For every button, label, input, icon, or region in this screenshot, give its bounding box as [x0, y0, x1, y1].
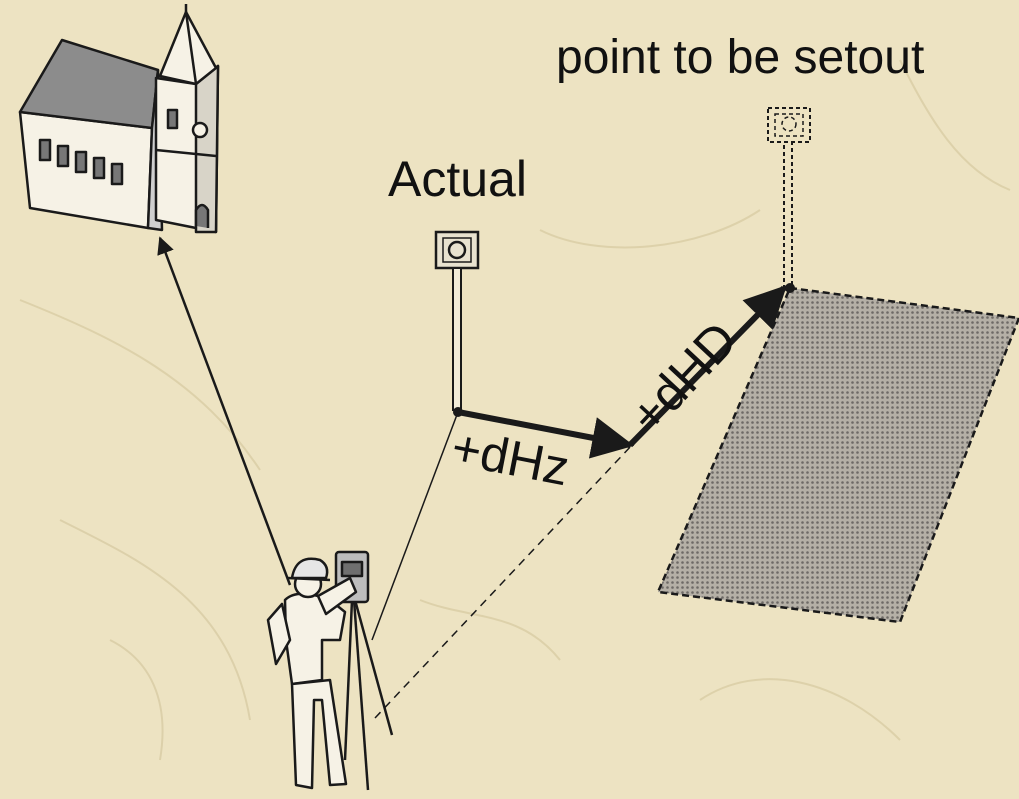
backsight-line: [160, 238, 290, 585]
surveyor-icon: [268, 552, 392, 790]
church-icon: [20, 4, 218, 232]
actual-point: [453, 407, 463, 417]
target-prism-icon: [768, 108, 810, 288]
actual-label: Actual: [388, 150, 527, 208]
reflector-prism-icon: [436, 232, 478, 410]
sight-line-actual: [372, 412, 458, 640]
setout-label: point to be setout: [556, 30, 924, 85]
setout-point: [785, 283, 795, 293]
